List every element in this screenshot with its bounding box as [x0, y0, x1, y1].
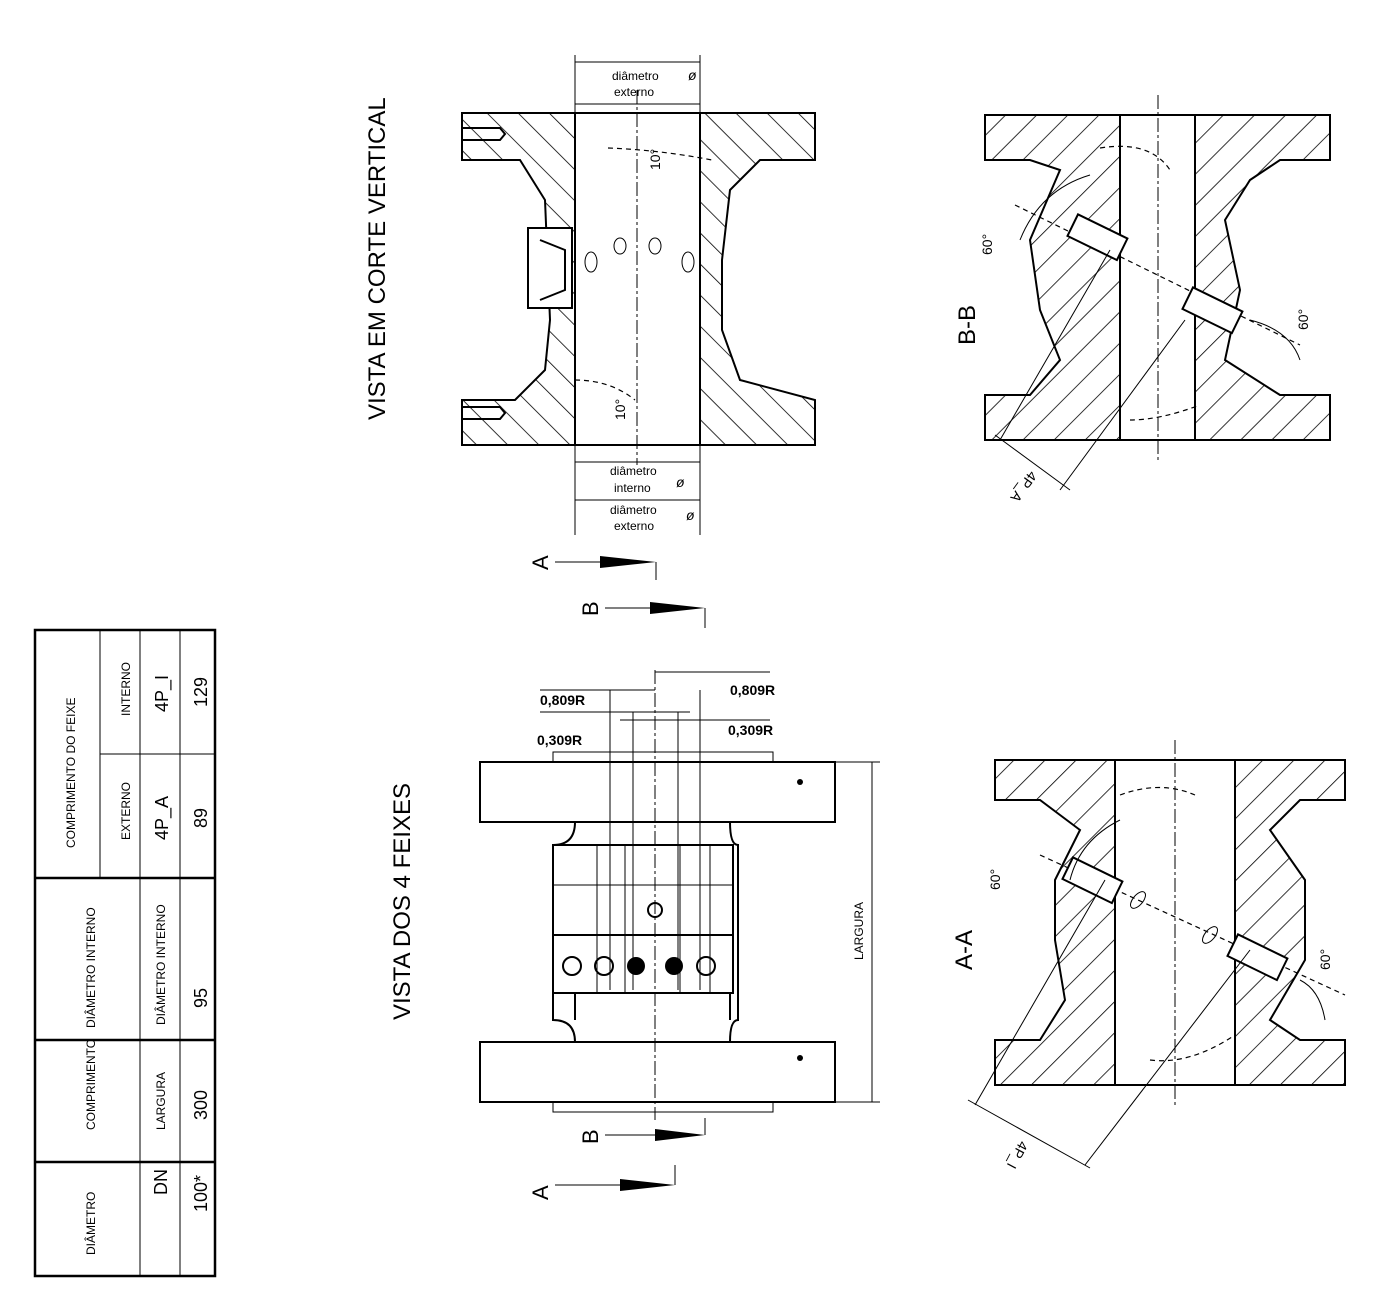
aa-transducer [1226, 933, 1289, 982]
table-group-comprimento-feixe: COMPRIMENTO DO FEIXE [64, 698, 78, 848]
bb-upper-wall [984, 114, 1121, 441]
table-group-interno: INTERNO [119, 662, 133, 716]
aa-transducer [1061, 856, 1124, 905]
specification-table: DIÂMETRO COMPRIMENTO DIÂMETRO INTERNO CO… [33, 628, 217, 1278]
aa-angle-60-right: 60° [1317, 949, 1333, 970]
angle-10-lower: 10° [612, 399, 628, 420]
port-circle-filled [665, 957, 683, 975]
table-header-diametro-interno: DIÂMETRO INTERNO [153, 904, 168, 1025]
flange-bottom [479, 1041, 836, 1103]
table-value-diametro-interno: 95 [191, 988, 211, 1008]
aa-path-label: 4P_I [1004, 1139, 1032, 1172]
vertical-section-title: VISTA EM CORTE VERTICAL [364, 97, 391, 420]
offset-0309-right: 0,309R [728, 722, 773, 738]
four-beams-view: VISTA DOS 4 FEIXES [389, 670, 880, 1120]
four-beams-title: VISTA DOS 4 FEIXES [389, 783, 416, 1020]
table-group-comprimento: COMPRIMENTO [84, 1039, 98, 1130]
bb-transducer [1181, 286, 1244, 335]
port-circle [562, 956, 582, 976]
cut-marker-b-lower: B [578, 1129, 603, 1144]
port-circle [696, 956, 716, 976]
table-value-dn: 100* [191, 1175, 211, 1212]
table-value-4pa: 89 [191, 808, 211, 828]
bolt-pin [462, 406, 507, 420]
port-ellipse [681, 251, 695, 273]
bb-path-label: 4P_A [1007, 468, 1040, 506]
aa-lower-wall [1234, 759, 1346, 1086]
diameter-symbol: ø [688, 67, 697, 83]
table-value-largura: 300 [191, 1090, 211, 1120]
bolt-pin [462, 127, 507, 141]
port-circle-filled [627, 957, 645, 975]
diameter-symbol: ø [676, 474, 685, 490]
offset-0809-right: 0,809R [730, 682, 775, 698]
offset-0809-left: 0,809R [540, 692, 585, 708]
table-header-largura: LARGURA [154, 1072, 168, 1130]
bb-angle-60-left: 60° [979, 234, 995, 255]
section-aa-view: A-A 60° 60° 4P_I [951, 740, 1346, 1172]
outer-diameter-label-4: externo [614, 519, 654, 533]
bb-angle-60-right: 60° [1295, 309, 1311, 330]
offset-0309-left: 0,309R [537, 732, 582, 748]
port-ellipse [613, 237, 627, 255]
angle-10-upper: 10° [647, 149, 663, 170]
table-group-diametro: DIÂMETRO [83, 1192, 98, 1255]
flange-top [479, 761, 836, 823]
vertical-section-view: VISTA EM CORTE VERTICAL 10° 10° diâmetro… [364, 55, 816, 535]
bb-bore [1119, 114, 1196, 441]
inner-diameter-label-1: diâmetro [610, 464, 657, 478]
port-ellipse [584, 251, 598, 273]
aa-angle-60-left: 60° [987, 869, 1003, 890]
cut-marker-b-upper: B [578, 601, 603, 616]
cut-markers-upper: A B [528, 555, 706, 628]
flange-hole [797, 1055, 803, 1061]
outer-diameter-label-2: externo [614, 85, 654, 99]
bb-lower-wall [1194, 114, 1331, 441]
width-label: LARGURA [852, 902, 866, 960]
section-bb-view: B-B 60° 60° 4P_A [954, 95, 1331, 506]
cut-markers-lower: B A [528, 1118, 706, 1200]
angle-arc [574, 379, 636, 401]
outer-diameter-label-3: diâmetro [610, 503, 657, 517]
inner-diameter-label-2: interno [614, 481, 651, 495]
flange-hole [797, 779, 803, 785]
outer-diameter-label-1: diâmetro [612, 69, 659, 83]
port-circle [594, 956, 614, 976]
bb-transducer [1066, 213, 1129, 262]
aa-bore [1114, 759, 1236, 1086]
table-group-externo: EXTERNO [119, 782, 133, 840]
table-header-4pa: 4P_A [152, 796, 173, 840]
cut-marker-a-upper: A [528, 555, 553, 570]
diameter-symbol: ø [686, 507, 695, 523]
table-header-4pi: 4P_I [152, 675, 173, 712]
aa-upper-wall [994, 759, 1116, 1086]
table-header-dn: DN [151, 1169, 171, 1195]
port-ellipse [648, 237, 662, 255]
lower-wall [699, 112, 816, 446]
angle-arc [607, 147, 713, 161]
table-group-diametro-interno: DIÂMETRO INTERNO [83, 907, 98, 1028]
transducer-body [539, 239, 566, 301]
cut-marker-a-lower: A [528, 1185, 553, 1200]
section-bb-label: B-B [954, 305, 981, 345]
table-value-4pi: 129 [191, 677, 211, 707]
section-aa-label: A-A [951, 930, 978, 970]
